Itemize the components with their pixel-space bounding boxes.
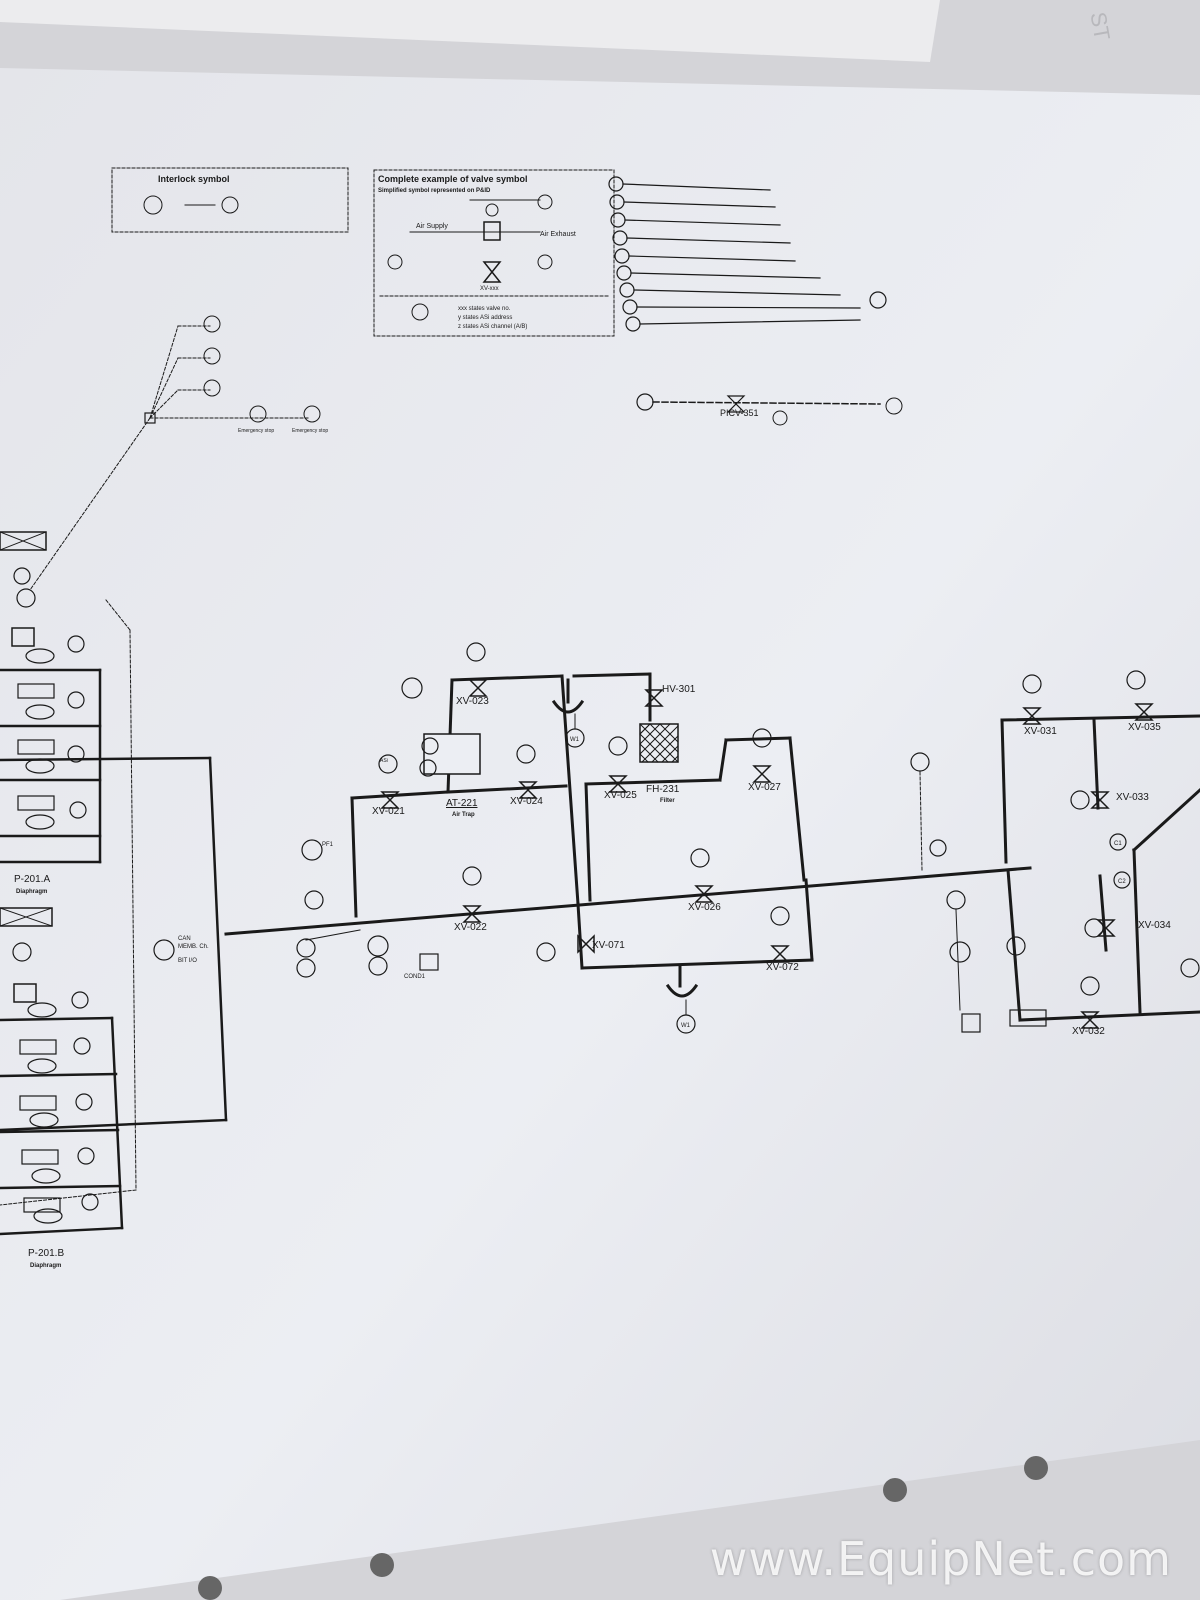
at221-tag: AT-221 [446, 798, 478, 809]
pump-b-tag: P-201.B [28, 1248, 64, 1259]
xv022-label: XV-022 [454, 922, 487, 933]
picv351-label: PICV-351 [720, 408, 759, 418]
valve-symbols [380, 679, 1154, 1029]
xv025-label: XV-025 [604, 790, 637, 801]
pump-a-type: Diaphragm [16, 889, 47, 895]
xv071-label: XV-071 [592, 940, 625, 951]
xv034-label: XV-034 [1138, 920, 1171, 931]
xv024-label: XV-024 [510, 796, 543, 807]
xv026-label: XV-026 [688, 902, 721, 913]
xv027-label: XV-027 [748, 782, 781, 793]
c2-label: C2 [1118, 879, 1126, 885]
bit-io-label: BIT I/O [178, 958, 197, 964]
legend-note-z: z states ASi channel (A/B) [458, 324, 527, 330]
pump-b-type: Diaphragm [30, 1263, 61, 1269]
at221-desc: Air Trap [452, 812, 475, 818]
xv023-label: XV-023 [456, 696, 489, 707]
interlock-legend-box [111, 167, 349, 233]
watermark: www.EquipNet.com [709, 1532, 1172, 1586]
asi-bubbles [296, 642, 1200, 996]
interlock-title: Interlock symbol [158, 174, 230, 184]
w1-top-label: W1 [570, 737, 580, 743]
valve-legend-box [373, 169, 615, 337]
xv072-label: XV-072 [766, 962, 799, 973]
fh231-desc: Filter [660, 798, 675, 804]
pump-a-tag: P-201.A [14, 874, 50, 885]
trap-w1-bottom [665, 983, 699, 998]
trap-w1-top [551, 699, 585, 714]
xv032-label: XV-032 [1072, 1026, 1105, 1037]
legend-note-y: y states ASi address [458, 315, 512, 321]
air-exhaust-label: Air Exhaust [540, 231, 576, 238]
cond1-tag: COND1 [404, 974, 426, 980]
hv301-tag: HV-301 [662, 684, 696, 695]
signal-lines [608, 176, 887, 332]
emergency-stop-network [29, 325, 311, 591]
binder-rings [198, 1456, 1048, 1600]
memb-tag: MEMB. Ch. [178, 944, 209, 950]
xv031-label: XV-031 [1024, 726, 1057, 737]
pf1-tag: PF1 [322, 842, 334, 848]
back-sheet [0, 0, 940, 62]
valve-legend-title: Complete example of valve symbol [378, 174, 528, 184]
xv021-label: XV-021 [372, 806, 405, 817]
drawing-sheet [0, 68, 1200, 1600]
asi-label: ASi [380, 758, 388, 764]
emergency-stop-label: Emergency stop [238, 428, 274, 434]
diagram-labels: Interlock symbol Complete example of val… [14, 174, 1171, 1269]
emergency-stop-label: Emergency stop [292, 428, 328, 434]
filter-fh231 [639, 723, 679, 763]
air-trap-vessel [423, 733, 481, 775]
pump-p201b [0, 907, 124, 1236]
xv033-label: XV-033 [1116, 792, 1149, 803]
legend-note-xxx: xxx states valve no. [458, 306, 511, 312]
valve-legend-subtitle: Simplified symbol represented on P&ID [378, 188, 491, 194]
xv035-label: XV-035 [1128, 722, 1161, 733]
c1-label: C1 [1114, 841, 1122, 847]
xv-xxx-label: XV-xxx [480, 286, 499, 292]
edge-mark: ST [1085, 10, 1115, 42]
air-supply-label: Air Supply [416, 223, 448, 230]
can-label: CAN [178, 936, 191, 942]
fh231-tag: FH-231 [646, 784, 680, 795]
w1-bottom-label: W1 [681, 1023, 691, 1029]
main-process-line [224, 672, 1200, 1022]
